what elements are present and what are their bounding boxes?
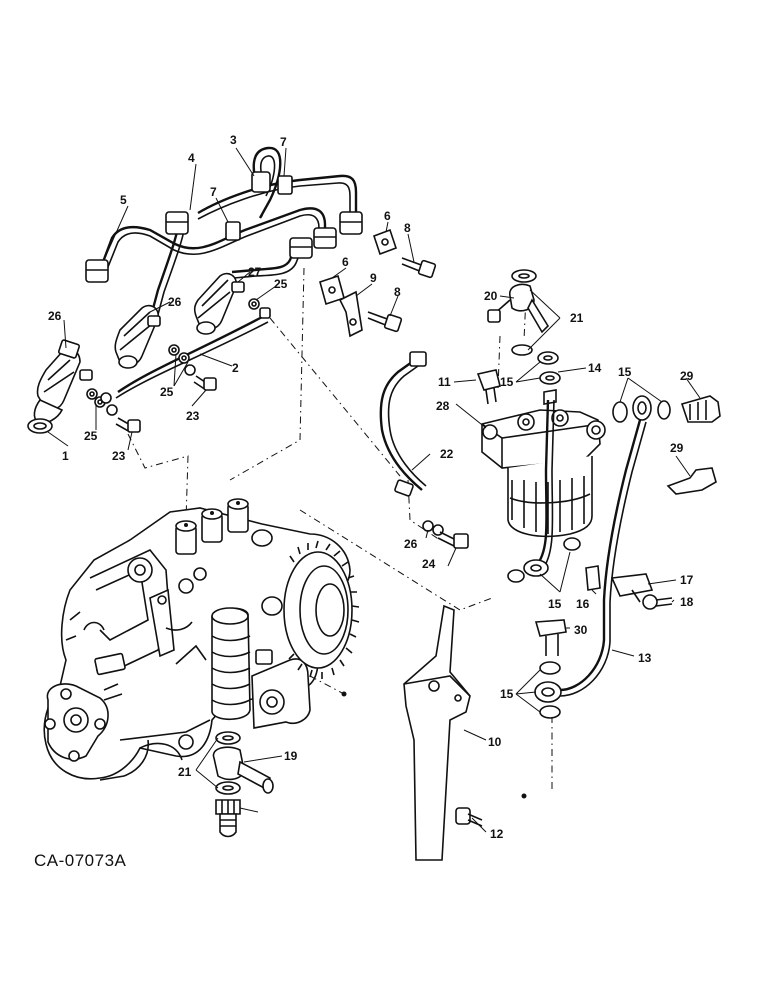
- pipe-nut: [339, 211, 363, 235]
- callout-16: 16: [576, 597, 590, 611]
- fuel-filter: [379, 269, 606, 583]
- callout-19: 19: [284, 749, 298, 763]
- pipe-nut: [289, 237, 313, 259]
- callout-7: 7: [280, 135, 287, 149]
- pipe-nut: [165, 211, 189, 235]
- callout-28: 29: [680, 369, 694, 383]
- callout-23: 23: [186, 409, 200, 423]
- callout-27: 28: [436, 399, 450, 413]
- pipe-clamp: [277, 175, 293, 195]
- drain-plug: [455, 807, 483, 827]
- callout-15: 15: [548, 597, 562, 611]
- drawing-number: CA-07073A: [34, 851, 127, 870]
- callout-24: 24: [422, 557, 436, 571]
- callout-5: 5: [120, 193, 127, 207]
- callout-6: 6: [384, 209, 391, 223]
- callout-7: 7: [210, 185, 217, 199]
- injector-left: [27, 339, 93, 434]
- callout-21: 21: [570, 311, 584, 325]
- callout-1: 1: [62, 449, 69, 463]
- callout-21: 21: [178, 765, 192, 779]
- callout-18: 18: [680, 595, 694, 609]
- callout-29: 30: [574, 623, 588, 637]
- callout-29: 29: [670, 441, 684, 455]
- leader-lines: [47, 147, 701, 833]
- callout-20: 20: [484, 289, 498, 303]
- callout-26: 27: [248, 265, 262, 279]
- callout-25: 25: [84, 429, 98, 443]
- callout-labels: 1 2 3 4 5 6 6 7 7 8 8 9 10 11 12 13 14 1…: [48, 133, 694, 841]
- callout-10: 10: [488, 735, 502, 749]
- callout-15: 15: [500, 375, 514, 389]
- callout-17: 17: [680, 573, 694, 587]
- injector-right: [193, 272, 245, 335]
- pipe-nut: [313, 227, 337, 249]
- injection-pump: [43, 498, 360, 781]
- callout-11: 11: [438, 375, 451, 389]
- pipe-nut: [251, 171, 271, 193]
- callout-4: 4: [188, 151, 195, 165]
- drive-gear: [283, 540, 360, 679]
- callout-25: 26: [404, 537, 418, 551]
- callout-23: 23: [112, 449, 126, 463]
- callout-15: 15: [618, 365, 632, 379]
- callout-6: 6: [342, 255, 349, 269]
- callout-14: 14: [588, 361, 602, 375]
- callout-12: 12: [490, 827, 504, 841]
- injection-lines: [85, 146, 363, 323]
- callout-8: 8: [404, 221, 411, 235]
- callout-25: 25: [160, 385, 174, 399]
- fuel-pipe-right: [521, 395, 721, 799]
- callout-22: 22: [440, 447, 454, 461]
- inlet-banjo-fitting: [212, 731, 274, 838]
- injector-middle: [114, 304, 161, 369]
- pipe-nut: [85, 259, 109, 283]
- callout-26: 26: [48, 309, 62, 323]
- assembly-lines: [127, 267, 553, 790]
- pipe-clamp: [225, 221, 241, 241]
- callout-2: 2: [232, 361, 239, 375]
- callout-13: 13: [638, 651, 652, 665]
- mounting-bracket: [403, 604, 471, 861]
- callout-8: 8: [394, 285, 401, 299]
- clamp-hardware: [319, 228, 437, 338]
- callout-26: 26: [168, 295, 182, 309]
- callout-3: 3: [230, 133, 237, 147]
- callout-9: 9: [370, 271, 377, 285]
- leak-off-pipe: [86, 298, 271, 433]
- callout-15: 15: [500, 687, 514, 701]
- callout-25: 25: [274, 277, 288, 291]
